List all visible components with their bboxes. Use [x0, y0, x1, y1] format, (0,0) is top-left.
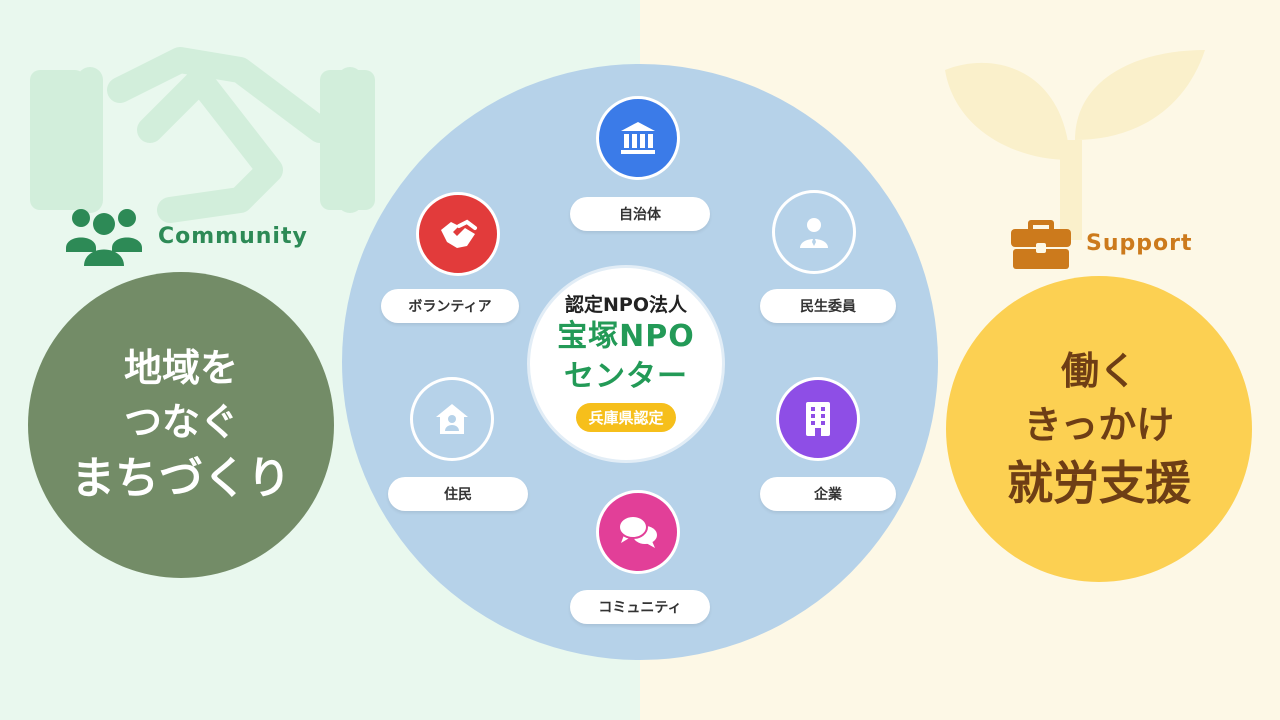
sprout-watermark-icon — [945, 50, 1205, 240]
support-theme-line-3: 就労支援 — [1007, 456, 1191, 510]
resident-node-icon — [410, 377, 494, 461]
community-section-label: Community — [64, 204, 308, 268]
welfare-node-icon — [772, 190, 856, 274]
community-node-icon — [596, 490, 680, 574]
chat-bubbles-icon — [618, 515, 657, 548]
community-node-label: コミュニティ — [570, 590, 710, 624]
community-theme-line-3: まちづくり — [71, 453, 291, 504]
organization-center-circle: 認定NPO法人 宝塚NPO センター 兵庫県認定 — [530, 268, 722, 460]
support-theme-line-2: きっかけ — [1023, 403, 1175, 447]
company-node-icon — [776, 377, 860, 461]
community-theme-line-2: つなぐ — [123, 400, 238, 444]
government-building-icon — [621, 122, 655, 154]
certification-badge: 兵庫県認定 — [576, 403, 676, 432]
volunteer-node-icon — [416, 192, 500, 276]
support-theme-line-1: 働く — [1060, 349, 1137, 393]
resident-node-label: 住民 — [388, 477, 528, 511]
organization-name-line-1: 宝塚NPO — [557, 319, 695, 354]
organization-name-line-2: センター — [564, 359, 688, 394]
handshake-icon — [441, 219, 477, 248]
community-label-text: Community — [158, 223, 308, 249]
handshake-watermark-icon — [30, 47, 375, 223]
community-theme-circle: 地域を つなぐ まちづくり — [28, 272, 334, 578]
support-section-label: Support — [1010, 216, 1192, 270]
people-group-icon — [66, 209, 142, 266]
house-person-icon — [436, 404, 468, 434]
volunteer-node-label: ボランティア — [381, 289, 519, 323]
company-node-label: 企業 — [760, 477, 896, 511]
briefcase-icon — [1011, 220, 1071, 269]
support-label-text: Support — [1086, 230, 1193, 256]
office-building-icon — [806, 402, 830, 436]
welfare-node-label: 民生委員 — [760, 289, 896, 323]
person-tie-icon — [800, 218, 828, 248]
community-theme-line-1: 地域を — [123, 346, 238, 390]
government-node-icon — [596, 96, 680, 180]
support-theme-circle: 働く きっかけ 就労支援 — [946, 276, 1252, 582]
government-node-label: 自治体 — [570, 197, 710, 231]
organization-type: 認定NPO法人 — [565, 294, 687, 316]
